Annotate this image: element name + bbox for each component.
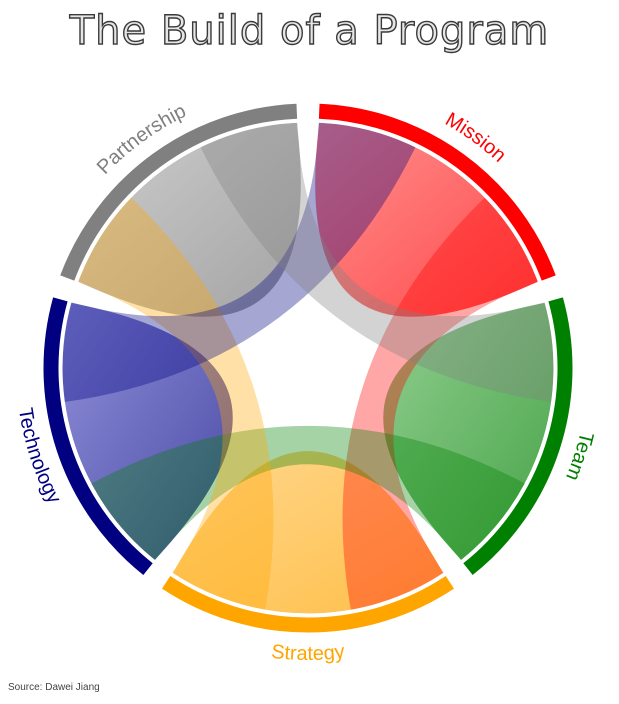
group-arc-mission[interactable] bbox=[318, 103, 556, 281]
source-note: Source: Dawei Jiang bbox=[8, 682, 100, 693]
chord-strategy-partnership[interactable] bbox=[77, 197, 274, 611]
chord-mission-strategy[interactable] bbox=[342, 197, 539, 611]
group-arc-team[interactable] bbox=[463, 297, 573, 575]
group-arc-technology[interactable] bbox=[43, 297, 153, 575]
group-label-team: Team bbox=[561, 430, 597, 484]
inner-circle bbox=[59, 119, 557, 617]
group-arc-strategy[interactable] bbox=[162, 576, 454, 633]
group-label-strategy: Strategy bbox=[270, 641, 345, 665]
group-arc-partnership[interactable] bbox=[60, 103, 298, 281]
chord-technology-mission[interactable] bbox=[61, 122, 416, 403]
chord-team-technology[interactable] bbox=[90, 425, 526, 561]
chart-title: The Build of a Program bbox=[69, 7, 550, 54]
chord-partnership-team[interactable] bbox=[200, 122, 554, 403]
